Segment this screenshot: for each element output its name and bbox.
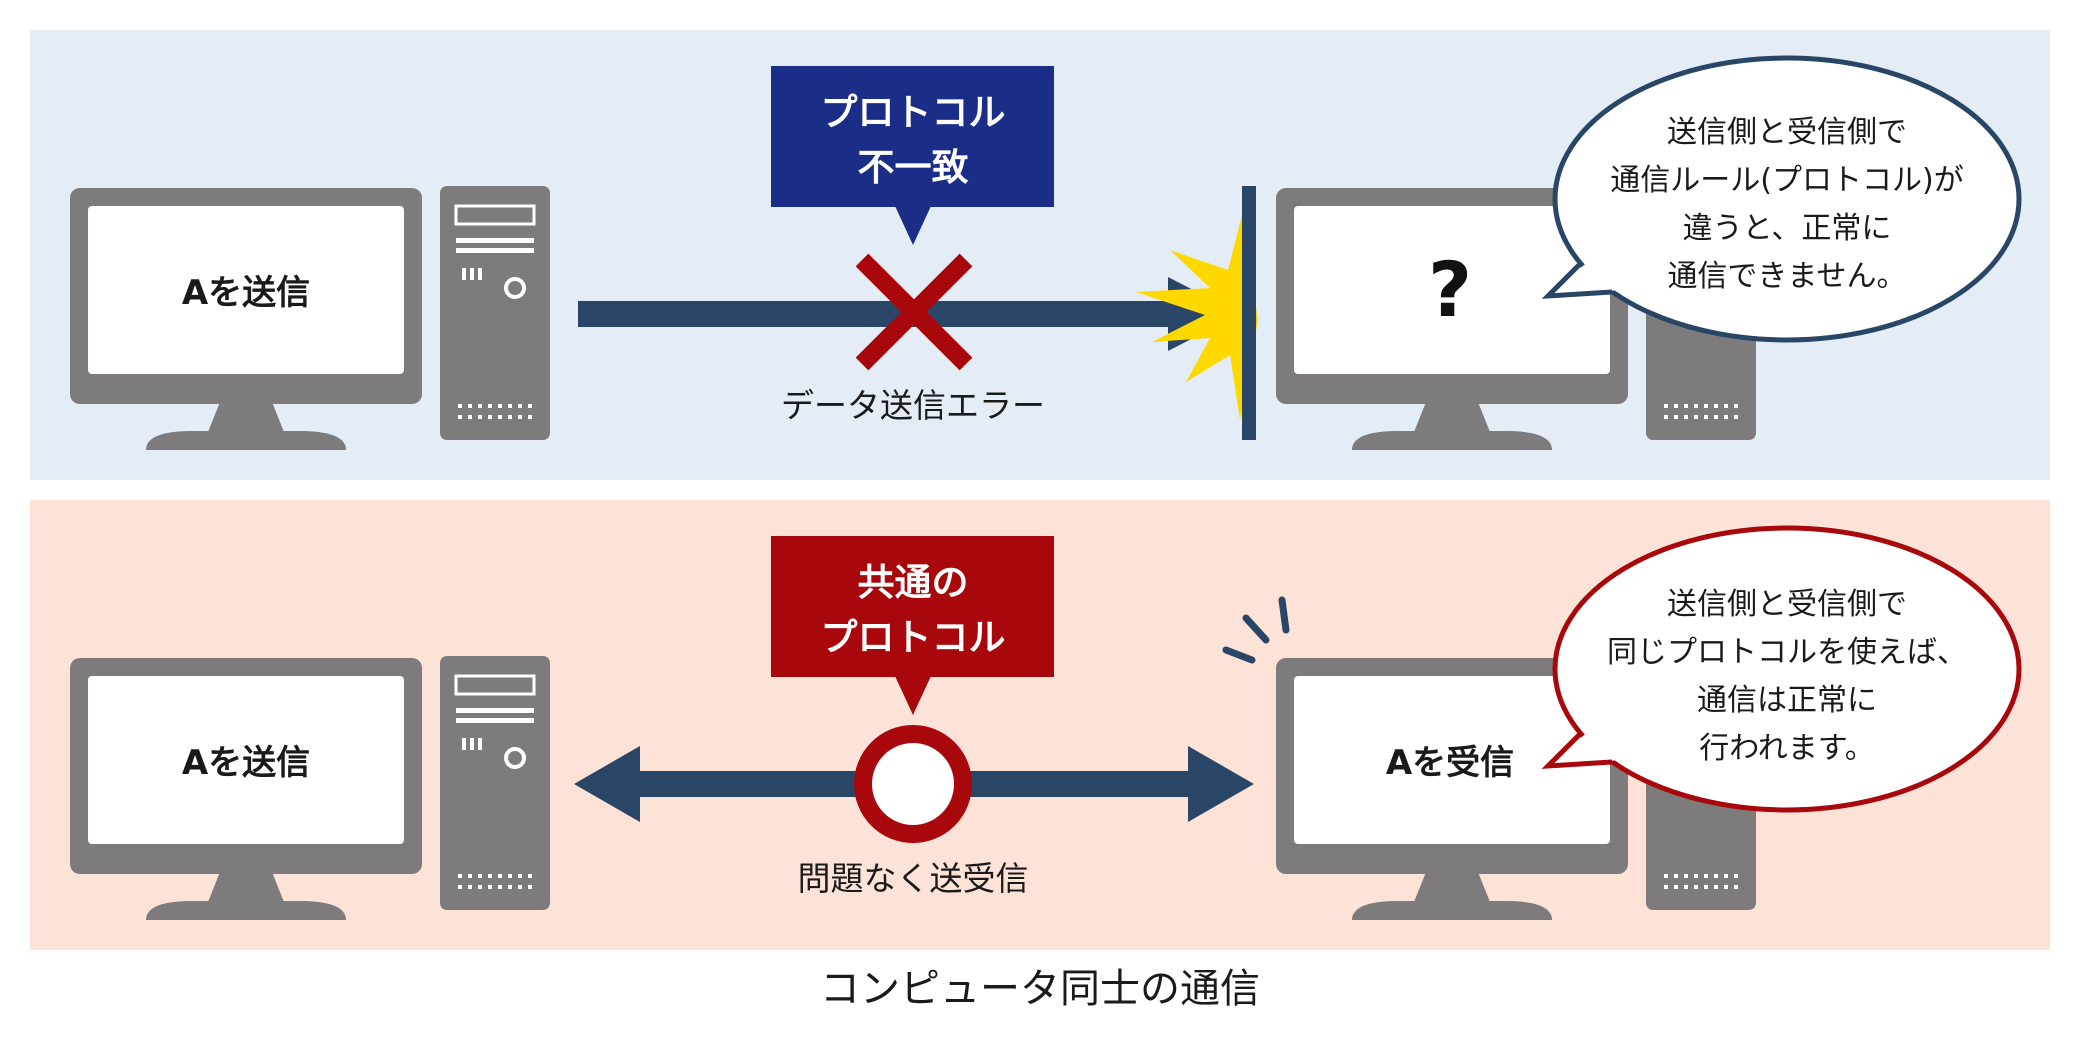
question-mark-icon: ? [1428, 245, 1472, 334]
footer-caption: コンピュータ同士の通信 [820, 966, 1260, 1012]
bottom-label-box: 共通の プロトコル [771, 536, 1054, 715]
bottom-bubble-line-4: 行われます。 [1699, 731, 1875, 766]
circle-mark-icon [854, 725, 972, 843]
bottom-bidirectional-arrow [574, 746, 1254, 822]
bottom-left-screen [88, 676, 404, 844]
top-bubble-line-1: 送信側と受信側で [1667, 115, 1907, 150]
top-bubble-line-2: 通信ルール(プロトコル)が [1610, 163, 1963, 198]
top-left-computer: Aを送信 [70, 184, 552, 450]
bottom-bubble-line-2: 同じプロトコルを使えば、 [1607, 635, 1967, 670]
bottom-label-line-2: プロトコル [821, 616, 1006, 659]
bottom-right-screen [1294, 676, 1610, 844]
top-right-computer: ? [1276, 184, 1758, 450]
collision-burst-icon [1136, 215, 1258, 420]
bottom-bubble-line-3: 通信は正常に [1697, 683, 1877, 718]
top-bubble-line-3: 違うと、正常に [1683, 211, 1892, 246]
bottom-caption: 問題なく送受信 [798, 859, 1029, 898]
top-right-screen [1294, 206, 1610, 374]
top-caption: データ送信エラー [781, 386, 1045, 425]
protocol-wall [1242, 186, 1256, 440]
top-bubble-line-4: 通信できません。 [1667, 259, 1906, 294]
top-label-line-2: 不一致 [858, 146, 969, 189]
bottom-left-computer: Aを送信 [70, 654, 552, 920]
emphasis-marks-icon [1222, 596, 1290, 664]
top-label-box: プロトコル 不一致 [771, 66, 1054, 245]
bottom-speech-bubble: 送信側と受信側で 同じプロトコルを使えば、 通信は正常に 行われます。 [1541, 525, 2022, 813]
bottom-bubble-line-1: 送信側と受信側で [1667, 587, 1907, 622]
bottom-left-screen-text: Aを送信 [182, 743, 310, 783]
bottom-label-line-1: 共通の [858, 561, 969, 604]
top-label-line-1: プロトコル [821, 91, 1006, 134]
bottom-right-computer: Aを受信 [1276, 654, 1758, 920]
cross-mark-icon [855, 253, 973, 371]
top-left-screen [88, 206, 404, 374]
top-speech-bubble: 送信側と受信側で 通信ルール(プロトコル)が 違うと、正常に 通信できません。 [1541, 55, 2022, 343]
top-left-screen-text: Aを送信 [182, 273, 310, 313]
bottom-right-screen-text: Aを受信 [1386, 743, 1514, 783]
